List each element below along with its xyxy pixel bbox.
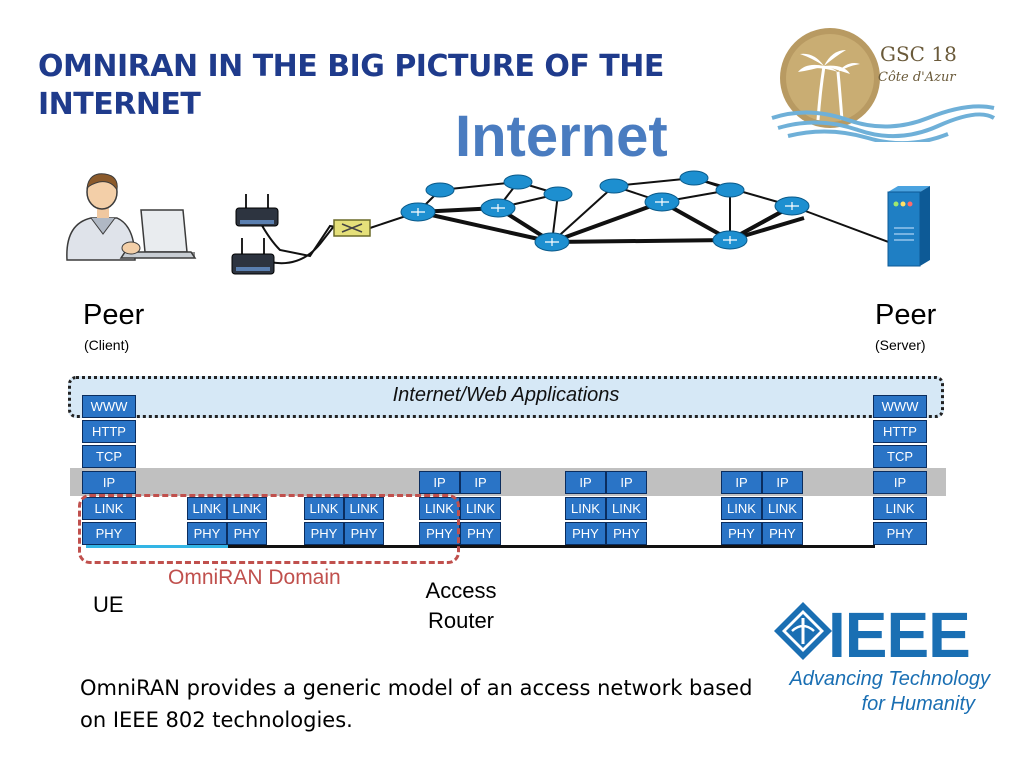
- server-icon: [887, 186, 930, 267]
- slide-title: OMNIRAN IN THE BIG PICTURE OF THE INTERN…: [38, 49, 664, 122]
- client-link: LINK: [82, 497, 136, 520]
- bridge1-phy-left: PHY: [187, 522, 227, 545]
- router3-ip-right: IP: [762, 471, 803, 494]
- server-www: WWW: [873, 395, 927, 418]
- wireless-router-icon: [235, 194, 279, 227]
- router3-phy-right: PHY: [762, 522, 803, 545]
- bridge1-link-left: LINK: [187, 497, 227, 520]
- gsc-palm-logo-icon: [771, 28, 996, 146]
- router3-ip-left: IP: [721, 471, 762, 494]
- network-topology: [259, 170, 911, 265]
- ieee-tagline-2: for Humanity: [861, 693, 975, 715]
- router3-link-right: LINK: [762, 497, 803, 520]
- server-phy: PHY: [873, 522, 927, 545]
- bridge2-link-right: LINK: [344, 497, 384, 520]
- applications-label: Internet/Web Applications: [392, 384, 620, 406]
- client-www: WWW: [82, 395, 136, 418]
- peer-client-label: Peer: [83, 299, 145, 331]
- router3-link-left: LINK: [721, 497, 762, 520]
- switch-icon: [333, 219, 371, 237]
- bridge2-phy-right: PHY: [344, 522, 384, 545]
- internet-label: Internet: [455, 104, 668, 169]
- phy-link-line: [135, 545, 875, 548]
- wireless-router-top: [235, 194, 279, 227]
- client-ip: IP: [82, 471, 136, 494]
- ieee-logo-icon: [774, 602, 832, 660]
- router2-link-right: LINK: [606, 497, 647, 520]
- server-http: HTTP: [873, 420, 927, 443]
- peer-client-sub: (Client): [84, 337, 130, 353]
- client-tcp: TCP: [82, 445, 136, 468]
- router1-link-right: LINK: [460, 497, 501, 520]
- ieee-tagline-1: Advancing Technology: [789, 668, 990, 690]
- router2-phy-left: PHY: [565, 522, 606, 545]
- router2-ip-left: IP: [565, 471, 606, 494]
- bridge2-link-left: LINK: [304, 497, 344, 520]
- server-ip: IP: [873, 471, 927, 494]
- peer-server-sub: (Server): [875, 337, 926, 353]
- router1-phy-right: PHY: [460, 522, 501, 545]
- ip-layer-band: [70, 468, 946, 496]
- router-icon: [400, 170, 810, 252]
- router3-phy-left: PHY: [721, 522, 762, 545]
- bridge1-link-right: LINK: [227, 497, 267, 520]
- wireless-router-bottom: [231, 238, 275, 275]
- router2-link-left: LINK: [565, 497, 606, 520]
- server-illustration: [887, 186, 930, 267]
- client-illustration: [55, 168, 200, 263]
- router2-phy-right: PHY: [606, 522, 647, 545]
- router1-ip-left: IP: [419, 471, 460, 494]
- ue-label: UE: [93, 592, 124, 617]
- phy-wireless-link: [86, 545, 228, 548]
- omniran-domain-outline: [78, 494, 460, 564]
- client-phy: PHY: [82, 522, 136, 545]
- server-tcp: TCP: [873, 445, 927, 468]
- bridge1-phy-right: PHY: [227, 522, 267, 545]
- access-router-label: Access Router: [425, 578, 497, 633]
- caption: OmniRAN provides a generic model of an a…: [80, 676, 753, 732]
- router1-ip-right: IP: [460, 471, 501, 494]
- omniran-domain-label: OmniRAN Domain: [168, 566, 341, 589]
- router2-ip-right: IP: [606, 471, 647, 494]
- applications-band: [68, 376, 944, 418]
- client-http: HTTP: [82, 420, 136, 443]
- gsc-logo: [768, 22, 998, 146]
- wireless-router-icon: [231, 238, 275, 275]
- bridge2-phy-left: PHY: [304, 522, 344, 545]
- ieee-wordmark: IEEE: [828, 599, 971, 671]
- gsc-place: Côte d'Azur: [878, 70, 956, 85]
- person-at-laptop-icon: [66, 173, 197, 261]
- gsc-name: GSC 18: [880, 42, 957, 66]
- server-link: LINK: [873, 497, 927, 520]
- peer-server-label: Peer: [875, 299, 937, 331]
